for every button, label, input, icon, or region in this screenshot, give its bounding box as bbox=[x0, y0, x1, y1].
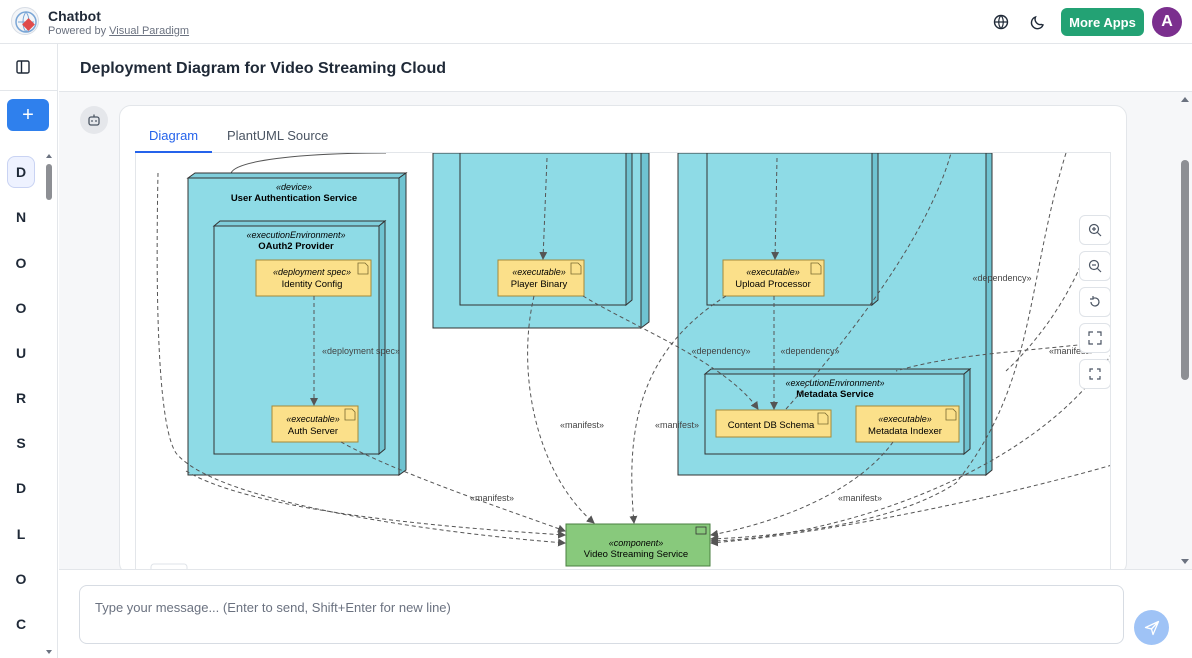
edge-dependency-right bbox=[785, 153, 952, 410]
metadata-name: Metadata Service bbox=[796, 389, 874, 400]
artifact-auth-server: «executable» Auth Server bbox=[271, 405, 359, 443]
conversation-item[interactable]: N bbox=[15, 209, 27, 225]
metadata-stereotype: «executionEnvironment» bbox=[785, 378, 884, 388]
sidebar-rail: + D N O O U R S D L O C bbox=[0, 44, 58, 658]
conversation-item[interactable]: O bbox=[15, 300, 27, 316]
edge-right-2 bbox=[710, 355, 1110, 545]
zoom-in-icon[interactable] bbox=[1079, 215, 1110, 245]
auth-server-stereotype: «executable» bbox=[286, 414, 340, 424]
new-chat-button[interactable]: + bbox=[7, 99, 49, 131]
user-avatar[interactable]: A bbox=[1152, 7, 1182, 37]
top-bar: Chatbot Powered by Visual Paradigm More … bbox=[0, 0, 1192, 44]
label-manifest-player: «manifest» bbox=[560, 420, 604, 430]
page-title: Deployment Diagram for Video Streaming C… bbox=[80, 60, 446, 77]
send-icon bbox=[1144, 620, 1159, 635]
upload-processor-name: Upload Processor bbox=[735, 279, 811, 290]
diagram-canvas[interactable]: «device» User Authentication Service «ex… bbox=[135, 153, 1111, 573]
reset-zoom-icon[interactable] bbox=[1079, 287, 1110, 317]
powered-by: Powered by Visual Paradigm bbox=[48, 25, 189, 37]
label-manifest-auth: «manifest» bbox=[470, 493, 514, 503]
label-manifest-right: «manifest» bbox=[1049, 346, 1093, 356]
artifact-content-db-schema: Content DB Schema bbox=[715, 409, 832, 438]
diagram-card: Diagram PlantUML Source «device» User Au… bbox=[119, 105, 1127, 575]
rail-divider bbox=[0, 90, 58, 91]
edge-upload-in bbox=[771, 157, 780, 260]
label-manifest-upload: «manifest» bbox=[655, 420, 699, 430]
identity-config-stereotype: «deployment spec» bbox=[273, 267, 351, 277]
edge-right-5 bbox=[1005, 252, 1087, 372]
artifact-player-binary: «executable» Player Binary bbox=[497, 259, 585, 297]
artifact-identity-config: «deployment spec» Identity Config bbox=[255, 259, 372, 297]
header-divider bbox=[59, 91, 1192, 92]
conversation-item[interactable]: C bbox=[15, 616, 27, 632]
edge-auth-node-out bbox=[185, 470, 566, 539]
auth-server-name: Auth Server bbox=[288, 426, 338, 437]
message-input[interactable]: Type your message... (Enter to send, Shi… bbox=[79, 585, 1124, 644]
player-binary-name: Player Binary bbox=[511, 279, 568, 290]
metadata-indexer-name: Metadata Indexer bbox=[868, 426, 942, 437]
metadata-indexer-stereotype: «executable» bbox=[878, 414, 932, 424]
upload-processor-stereotype: «executable» bbox=[746, 267, 800, 277]
sidebar-scrollbar[interactable] bbox=[44, 152, 54, 658]
label-dependency-player: «dependency» bbox=[691, 346, 750, 356]
component-video-streaming-service: «component» Video Streaming Service bbox=[565, 523, 711, 567]
conversation-item[interactable]: D bbox=[15, 480, 27, 496]
zoom-out-icon[interactable] bbox=[1079, 251, 1110, 281]
fit-to-screen-icon[interactable] bbox=[1079, 323, 1110, 353]
content-db-name: Content DB Schema bbox=[728, 420, 815, 431]
composer-area: Type your message... (Enter to send, Shi… bbox=[59, 569, 1192, 658]
auth-service-name: User Authentication Service bbox=[231, 193, 357, 204]
visual-paradigm-link[interactable]: Visual Paradigm bbox=[109, 25, 190, 37]
identity-config-name: Identity Config bbox=[282, 279, 343, 290]
conversation-item[interactable]: R bbox=[15, 390, 27, 406]
edge-manifest-player bbox=[527, 295, 595, 524]
conversation-item[interactable]: D bbox=[7, 156, 35, 188]
fullscreen-icon[interactable] bbox=[1079, 359, 1110, 389]
oauth-name: OAuth2 Provider bbox=[258, 241, 334, 252]
dark-mode-moon-icon[interactable] bbox=[1027, 11, 1049, 33]
bot-avatar-icon bbox=[80, 106, 108, 134]
sidebar-toggle-icon[interactable] bbox=[13, 58, 33, 76]
main-scrollbar[interactable] bbox=[1178, 92, 1192, 569]
auth-service-stereotype: «device» bbox=[276, 182, 312, 192]
conversation-item[interactable]: O bbox=[15, 571, 27, 587]
conversation-item[interactable]: O bbox=[15, 255, 27, 271]
video-service-stereotype: «component» bbox=[609, 538, 664, 548]
conversation-item[interactable]: S bbox=[16, 435, 26, 451]
conversation-item[interactable]: L bbox=[16, 526, 26, 542]
video-service-name: Video Streaming Service bbox=[584, 549, 688, 560]
tab-plantuml-source[interactable]: PlantUML Source bbox=[227, 128, 329, 143]
label-dependency-upload: «dependency» bbox=[780, 346, 839, 356]
message-placeholder: Type your message... (Enter to send, Shi… bbox=[95, 600, 451, 615]
conversation-item[interactable]: U bbox=[15, 345, 27, 361]
label-manifest-indexer: «manifest» bbox=[838, 493, 882, 503]
active-tab-indicator bbox=[135, 151, 212, 153]
edge-dependency-player bbox=[582, 295, 759, 410]
label-dependency-right: «dependency» bbox=[972, 273, 1031, 283]
tab-diagram[interactable]: Diagram bbox=[149, 128, 199, 143]
edge-player-in bbox=[539, 157, 548, 260]
app-title: Chatbot bbox=[48, 8, 101, 24]
app-logo-icon bbox=[11, 7, 39, 35]
edge-manifest-upload bbox=[629, 295, 727, 524]
edge-manifest-auth bbox=[340, 441, 566, 533]
oauth-stereotype: «executionEnvironment» bbox=[246, 230, 345, 240]
edge-manifest-indexer bbox=[710, 441, 894, 538]
deployment-diagram: «device» User Authentication Service «ex… bbox=[150, 153, 1110, 573]
edge-right-3 bbox=[710, 465, 1110, 547]
node-player-host bbox=[432, 153, 650, 329]
artifact-upload-processor: «executable» Upload Processor bbox=[722, 259, 825, 297]
send-button[interactable] bbox=[1134, 610, 1169, 645]
edge-top-left bbox=[230, 153, 387, 174]
label-deployment-spec: «deployment spec» bbox=[322, 346, 400, 356]
sidebar-scroll-thumb[interactable] bbox=[46, 164, 52, 200]
player-binary-stereotype: «executable» bbox=[512, 267, 566, 277]
more-apps-button[interactable]: More Apps bbox=[1061, 8, 1144, 36]
artifact-metadata-indexer: «executable» Metadata Indexer bbox=[855, 405, 960, 443]
main-scroll-thumb[interactable] bbox=[1181, 160, 1189, 380]
globe-icon[interactable] bbox=[990, 11, 1012, 33]
powered-by-prefix: Powered by bbox=[48, 25, 107, 37]
edge-right-1 bbox=[710, 153, 1067, 543]
